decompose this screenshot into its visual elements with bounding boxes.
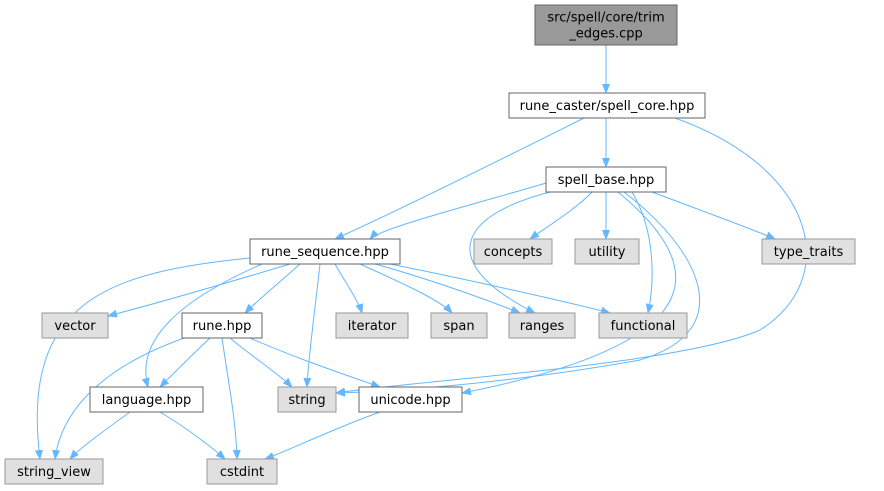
node-functional: functional (598, 312, 688, 339)
node-type_traits-label: type_traits (774, 245, 844, 260)
node-iterator-box (335, 312, 409, 339)
node-concepts: concepts (473, 238, 553, 265)
edge-rune_sequence-to-language (141, 263, 263, 388)
node-rune_sequence-label: rune_sequence.hpp (261, 245, 389, 260)
node-span-label: span (443, 319, 474, 334)
node-cstdint: cstdint (206, 458, 278, 485)
edge-rune-to-string_view (52, 335, 191, 460)
node-cstdint-box (206, 458, 278, 485)
node-spell_core[interactable]: rune_caster/spell_core.hpp (508, 92, 706, 119)
node-unicode[interactable]: unicode.hpp (358, 386, 463, 413)
node-concepts-label: concepts (484, 245, 543, 260)
node-spell_base-label: spell_base.hpp (558, 173, 655, 188)
edge-language-to-string_view (69, 411, 131, 460)
node-language-label: language.hpp (102, 393, 191, 408)
edge-unicode-to-cstdint (264, 411, 381, 460)
edge-spell_base-to-concepts (529, 191, 593, 240)
node-cstdint-label: cstdint (220, 465, 264, 480)
edge-rune_sequence-to-string (303, 263, 321, 388)
node-utility-box (574, 238, 640, 265)
node-trim_edges-box (534, 4, 678, 46)
node-rune-box (181, 312, 263, 339)
node-vector-label: vector (54, 319, 96, 334)
node-string: string (277, 386, 337, 413)
edge-spell_base-to-unicode (461, 191, 677, 396)
node-span: span (430, 312, 488, 339)
node-iterator-label: iterator (348, 319, 397, 334)
edge-rune-to-language (159, 337, 211, 388)
node-type_traits-box (761, 238, 856, 265)
edge-rune_sequence-to-functional (389, 263, 611, 315)
edge-spell_base-to-functional (631, 191, 654, 314)
node-trim_edges-label: src/spell/core/trim (547, 11, 664, 26)
node-span-box (430, 312, 488, 339)
edge-rune-to-unicode (249, 337, 381, 388)
edge-spell_base-to-type_traits (651, 191, 776, 240)
node-functional-box (598, 312, 688, 339)
node-string_view-label: string_view (17, 465, 91, 480)
node-language[interactable]: language.hpp (89, 386, 204, 413)
node-trim_edges[interactable]: src/spell/core/trim_edges.cpp (534, 4, 678, 46)
node-string-label: string (288, 393, 325, 408)
node-language-box (89, 386, 204, 413)
node-rune[interactable]: rune.hpp (181, 312, 263, 339)
node-spell_core-label: rune_caster/spell_core.hpp (520, 99, 695, 114)
node-vector: vector (41, 312, 109, 339)
node-ranges: ranges (508, 312, 576, 339)
edge-rune_sequence-to-rune (244, 263, 301, 314)
node-string-box (277, 386, 337, 413)
node-ranges-box (508, 312, 576, 339)
node-type_traits: type_traits (761, 238, 856, 265)
node-string_view-box (4, 458, 104, 485)
edge-spell_base-to-rune_sequence (369, 182, 547, 240)
node-spell_base-box (545, 166, 667, 193)
nodes-layer: src/spell/core/trim_edges.cpp rune_caster… (4, 4, 856, 485)
node-rune_sequence-box (249, 238, 401, 265)
node-rune_sequence[interactable]: rune_sequence.hpp (249, 238, 401, 265)
edge-spell_core-to-string (335, 117, 807, 396)
node-string_view: string_view (4, 458, 104, 485)
edge-language-to-cstdint (159, 411, 226, 460)
edge-rune_sequence-to-vector (107, 263, 291, 318)
node-concepts-box (473, 238, 553, 265)
edge-rune_sequence-to-iterator (334, 263, 364, 314)
node-spell_core-box (508, 92, 706, 119)
node-utility-label: utility (589, 245, 626, 260)
node-iterator: iterator (335, 312, 409, 339)
node-functional-label: functional (611, 319, 676, 334)
node-spell_base[interactable]: spell_base.hpp (545, 166, 667, 193)
node-unicode-box (358, 386, 463, 413)
node-utility: utility (574, 238, 640, 265)
node-trim_edges-label: _edges.cpp (568, 27, 643, 42)
edge-rune_sequence-to-span (359, 263, 453, 314)
node-vector-box (41, 312, 109, 339)
edge-rune_sequence-to-ranges (374, 263, 521, 314)
edge-rune_sequence-to-string_view (34, 257, 251, 460)
node-unicode-label: unicode.hpp (370, 393, 450, 408)
edges-layer (34, 45, 807, 460)
edge-rune-to-cstdint (221, 337, 241, 460)
edge-rune-to-string (229, 337, 293, 388)
node-rune-label: rune.hpp (193, 319, 252, 334)
node-ranges-label: ranges (520, 319, 565, 334)
edge-spell_core-to-rune_sequence (334, 117, 585, 240)
edge-spell_base-to-ranges (469, 187, 569, 314)
